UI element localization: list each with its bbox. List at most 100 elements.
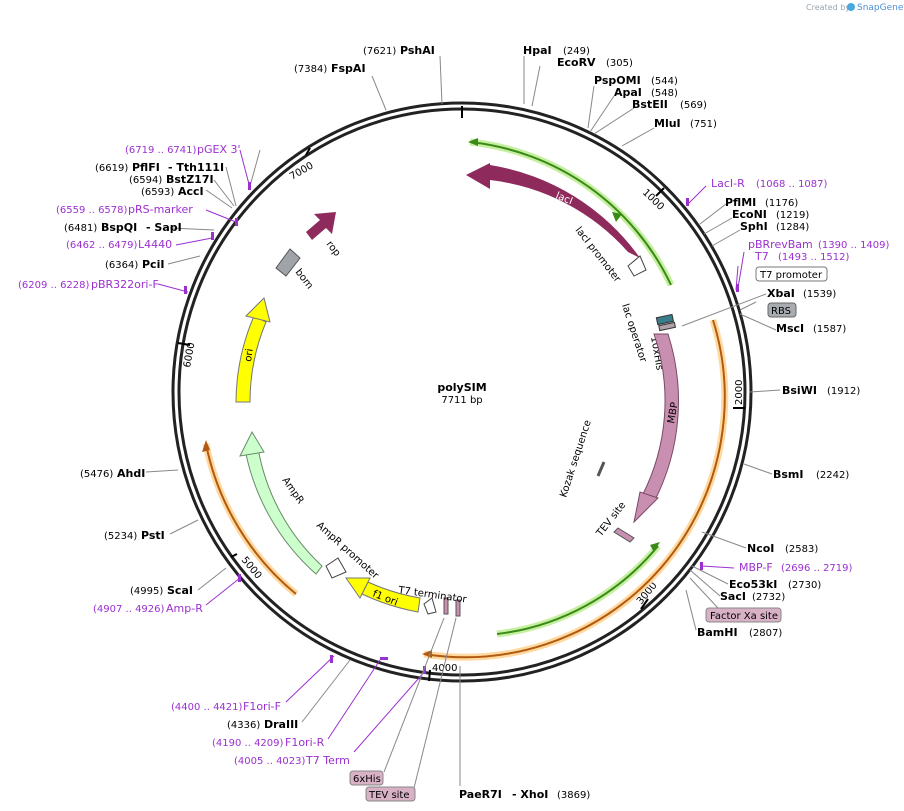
site-tth111i: - Tth111I [168, 161, 224, 174]
site-draiii: DraIII [264, 718, 298, 731]
boxed-t7-promoter: T7 promoter [755, 266, 828, 282]
site-bsteii-pos: (569) [680, 100, 707, 111]
site-xbai-pos: (1539) [803, 289, 836, 300]
site-xhoi: - XhoI [512, 788, 548, 801]
tick-1000: 1000 [640, 187, 666, 213]
primer-pgex3: pGEX 3' [197, 143, 241, 156]
site-psti-pos: (5234) [104, 531, 137, 542]
site-bsiwi-pos: (1912) [827, 386, 860, 397]
site-bsmi-pos: (2242) [816, 470, 849, 481]
primer-pbr322ori-f-pos: (6209 .. 6228) [18, 280, 90, 291]
feature-bom-label: bom [293, 267, 315, 291]
feature-mbp-arrow-icon [633, 491, 659, 524]
feature-f1-ori-label: f1 ori [371, 589, 399, 609]
leader-tev [413, 617, 457, 789]
primer-arc-amp-arrow-icon [202, 440, 210, 452]
site-ahdi-pos: (5476) [80, 469, 113, 480]
feature-ampr-promoter-label: AmpR promoter [314, 520, 381, 582]
primer-prs-marker-pos: (6559 .. 6578) [56, 205, 128, 216]
primer-l4440-pos: (6462 .. 6479) [66, 240, 138, 251]
site-pspomi-pos: (544) [651, 76, 678, 87]
site-bsiwi: BsiWI [782, 384, 817, 397]
credit-text: Created by [806, 3, 850, 12]
primer-arc-lacI [469, 141, 672, 286]
boxed-6xhis: 6xHis [349, 770, 384, 786]
site-scai: ScaI [167, 584, 193, 597]
site-sphi-pos: (1284) [776, 222, 809, 233]
site-psti: PstI [141, 529, 165, 542]
feature-kozak-shape [596, 461, 606, 477]
primer-amp-r-pos: (4907 .. 4926) [93, 604, 165, 615]
primer-t7: T7 [754, 250, 769, 263]
site-xbai: XbaI [767, 287, 795, 300]
site-sphi: SphI [740, 220, 768, 233]
snapgene-logo-icon [847, 3, 855, 11]
site-acci-pos: (6593) [141, 187, 174, 198]
boxed-rbs: RBS [767, 302, 797, 318]
feature-ampr-promoter-shape [325, 557, 347, 579]
primer-prs-marker: pRS-marker [128, 203, 193, 216]
feature-tev-small-shape [455, 599, 461, 617]
site-saci: SacI [720, 590, 746, 603]
primer-amp-r: Amp-R [166, 602, 203, 615]
primer-pbrrevbam-pos: (1390 .. 1409) [818, 240, 890, 251]
primer-leader-lines [157, 149, 745, 753]
primer-pgex3-pos: (6719 .. 6741) [125, 145, 197, 156]
site-mlui-pos: (751) [690, 119, 717, 130]
site-pflfi: PflFI [132, 161, 160, 174]
svg-text:4000: 4000 [432, 663, 457, 674]
feature-rop-shape [306, 212, 336, 240]
site-draiii-pos: (4336) [227, 720, 260, 731]
site-bsmi: BsmI [773, 468, 804, 481]
primer-arc-mbp-glow [423, 318, 729, 661]
plasmid-name: polySIM [437, 381, 486, 394]
feature-f1-ori-arrow-icon [345, 577, 371, 599]
site-pcii-pos: (6364) [105, 260, 138, 271]
site-apai-pos: (548) [651, 88, 678, 99]
feature-rop-label: rop [324, 239, 343, 259]
site-bspqi-pos: (6481) [64, 223, 97, 234]
site-bstz17i-pos: (6594) [129, 175, 162, 186]
feature-ampr-shape [245, 447, 323, 575]
leader-6xhis [383, 617, 445, 773]
primer-arc-mbp [423, 319, 726, 659]
primer-f1ori-f: F1ori-F [243, 700, 281, 713]
feature-kozak-label: Kozak sequence [558, 419, 593, 499]
primer-pbrrevbam: pBRrevBam [748, 238, 813, 251]
primer-ticks [184, 182, 739, 674]
svg-text:TEV site: TEV site [368, 790, 410, 801]
feature-ori-label: ori [243, 348, 256, 362]
leader-lines [145, 55, 781, 786]
site-pspomi: PspOMI [594, 74, 641, 87]
primer-arc-amp [205, 443, 297, 595]
feature-lacI-shape [490, 165, 640, 258]
primer-laci-r: LacI-R [711, 177, 745, 190]
site-econi-pos: (1219) [776, 210, 809, 221]
site-apai: ApaI [614, 86, 642, 99]
site-ahdi: AhdI [117, 467, 145, 480]
site-paer7i: PaeR7I [459, 788, 502, 801]
feature-t7-terminator-shape [423, 597, 437, 615]
primer-pbr322ori-f: pBR322ori-F [91, 278, 159, 291]
primer-f1ori-r-pos: (4190 .. 4209) [212, 738, 284, 749]
site-pshai-pos: (7621) [363, 46, 396, 57]
primer-arc-f1 [496, 545, 659, 635]
site-fspai-pos: (7384) [294, 64, 327, 75]
site-ncoi: NcoI [747, 542, 774, 555]
site-pcii: PciI [142, 258, 164, 271]
svg-text:Factor Xa site: Factor Xa site [710, 611, 778, 622]
site-bspqi: BspQI [101, 221, 137, 234]
site-mlui: MluI [654, 117, 681, 130]
primer-t7-term: T7 Term [305, 754, 350, 767]
feature-lacI-arrow-icon [466, 163, 490, 189]
site-eco53ki: Eco53kI [729, 578, 777, 591]
site-msci: MscI [776, 322, 804, 335]
primer-arc-f1-arrow-icon [650, 542, 660, 552]
site-ecorv: EcoRV [557, 56, 596, 69]
site-sapi: - SapI [146, 221, 182, 234]
feature-ampr-label: AmpR [280, 475, 306, 506]
primer-t7-term-pos: (4005 .. 4023) [234, 756, 306, 767]
feature-lac-operator-label: lac operator [619, 303, 648, 365]
site-pflmi: PflMI [725, 196, 756, 209]
